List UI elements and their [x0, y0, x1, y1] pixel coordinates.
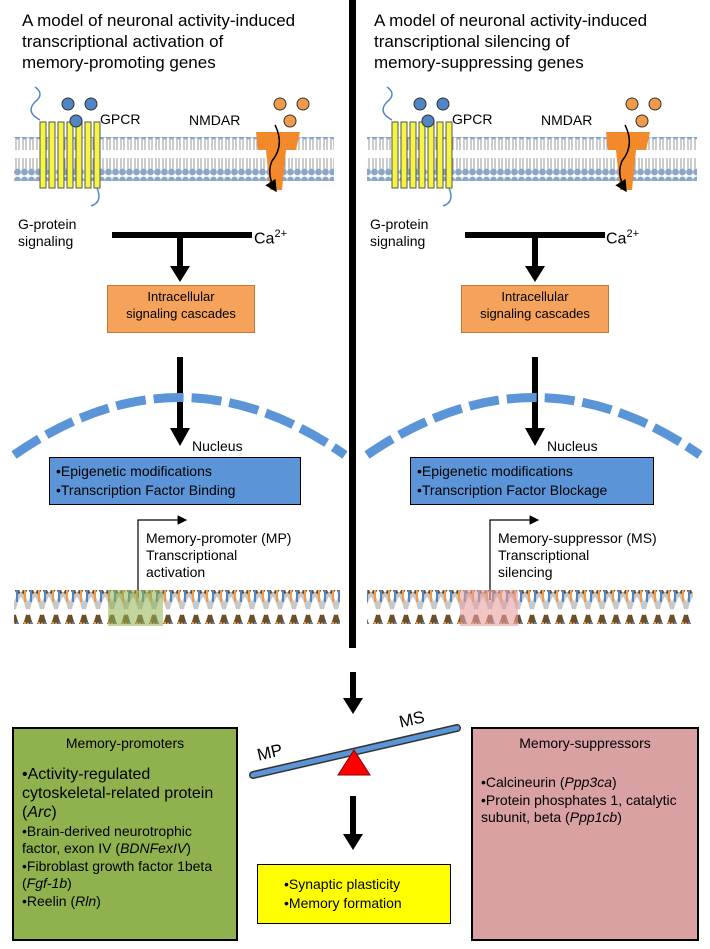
- center-divider: [349, 0, 356, 648]
- promoter-item: •Fibroblast growth factor 1beta (Fgf-1b): [22, 858, 213, 891]
- right-transcription-arrow: [489, 515, 540, 600]
- right-nucleus-box: •Epigenetic modifications•Transcription …: [410, 457, 654, 505]
- balance-fulcrum-icon: [337, 749, 371, 776]
- outcome-box: •Synaptic plasticity•Memory formation: [257, 864, 451, 924]
- suppressor-item: •Protein phosphates 1, catalytic subunit…: [481, 792, 677, 825]
- center-arrowhead-1: [343, 698, 363, 714]
- right-suppressor-highlight: [460, 590, 518, 626]
- left-transcription-arrow: [137, 515, 188, 600]
- left-gpcr-icon: [30, 86, 101, 207]
- left-gpcr-label: GPCR: [100, 111, 141, 127]
- left-arrowhead-2: [170, 428, 190, 446]
- left-nmdar-ligand-icon: [273, 97, 310, 128]
- right-gpcr-ligand-icon: [413, 97, 450, 128]
- left-nucleus-label: Nucleus: [192, 438, 243, 454]
- suppressor-item: •Calcineurin (Ppp3ca): [481, 774, 617, 790]
- right-arrowhead-2: [525, 428, 545, 446]
- left-nuclear-envelope: [11, 393, 348, 459]
- left-promoter-highlight: [108, 590, 163, 626]
- right-nmdar-label: NMDAR: [541, 112, 593, 128]
- left-dna-icon: [14, 590, 340, 624]
- promoters-panel: Memory-promoters •Activity-regulated cyt…: [12, 727, 238, 941]
- right-arrowhead-1: [525, 266, 545, 282]
- left-arrowhead-1: [170, 266, 190, 282]
- left-nmdar-icon: [256, 124, 300, 193]
- left-calcium-label: Ca2+: [254, 228, 287, 248]
- promoter-item: •Activity-regulated cytoskeletal-related…: [22, 766, 214, 821]
- right-nucleus-label: Nucleus: [547, 438, 598, 454]
- suppressors-heading: Memory-suppressors: [519, 735, 651, 751]
- promoter-item: •Brain-derived neurotrophic factor, exon…: [22, 823, 192, 856]
- left-gpcr-ligand-icon: [61, 97, 98, 128]
- right-calcium-label: Ca2+: [606, 228, 639, 248]
- suppressors-panel: Memory-suppressors •Calcineurin (Ppp3ca)…: [471, 727, 699, 941]
- right-gpcr-label: GPCR: [452, 111, 493, 127]
- right-nmdar-icon: [606, 124, 650, 193]
- promoter-item: •Reelin (Rln): [22, 893, 101, 909]
- right-dna-icon: [367, 590, 693, 624]
- left-nucleus-box: •Epigenetic modifications•Transcription …: [49, 457, 301, 505]
- center-arrowhead-2: [343, 834, 363, 850]
- promoters-heading: Memory-promoters: [65, 735, 185, 751]
- left-nmdar-label: NMDAR: [189, 112, 241, 128]
- right-nuclear-envelope: [364, 393, 703, 459]
- right-nmdar-ligand-icon: [625, 97, 662, 128]
